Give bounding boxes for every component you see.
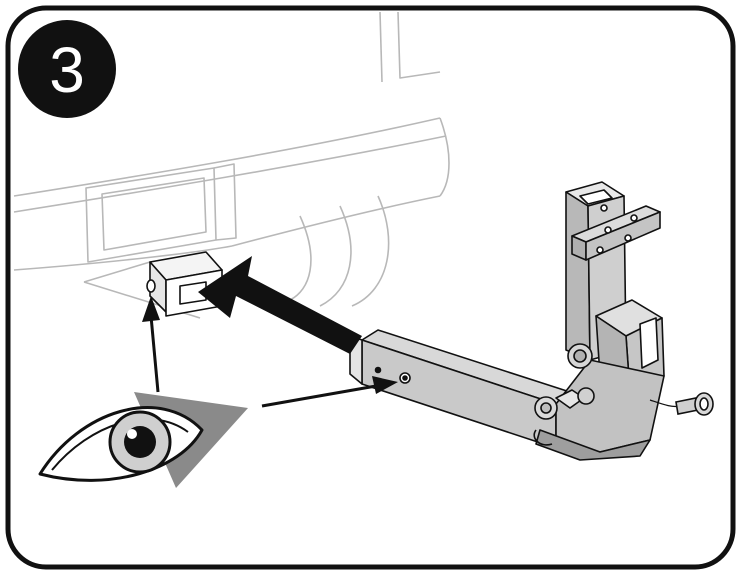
step-number: 3: [49, 34, 85, 106]
vehicle-rear: [13, 11, 450, 319]
pointer-arrow-icon: [142, 296, 160, 393]
carrier-assembly: [349, 181, 665, 461]
receiver-pin-hole: [146, 279, 156, 293]
hitch-receiver: [146, 251, 223, 317]
hitch-pin: [649, 392, 714, 416]
eye-icon: [38, 406, 204, 482]
insert-arrow-icon: [198, 256, 362, 354]
pointer-arrow-icon: [261, 376, 398, 408]
frame-border: [5, 5, 736, 570]
step-number-badge: 3: [18, 20, 116, 118]
